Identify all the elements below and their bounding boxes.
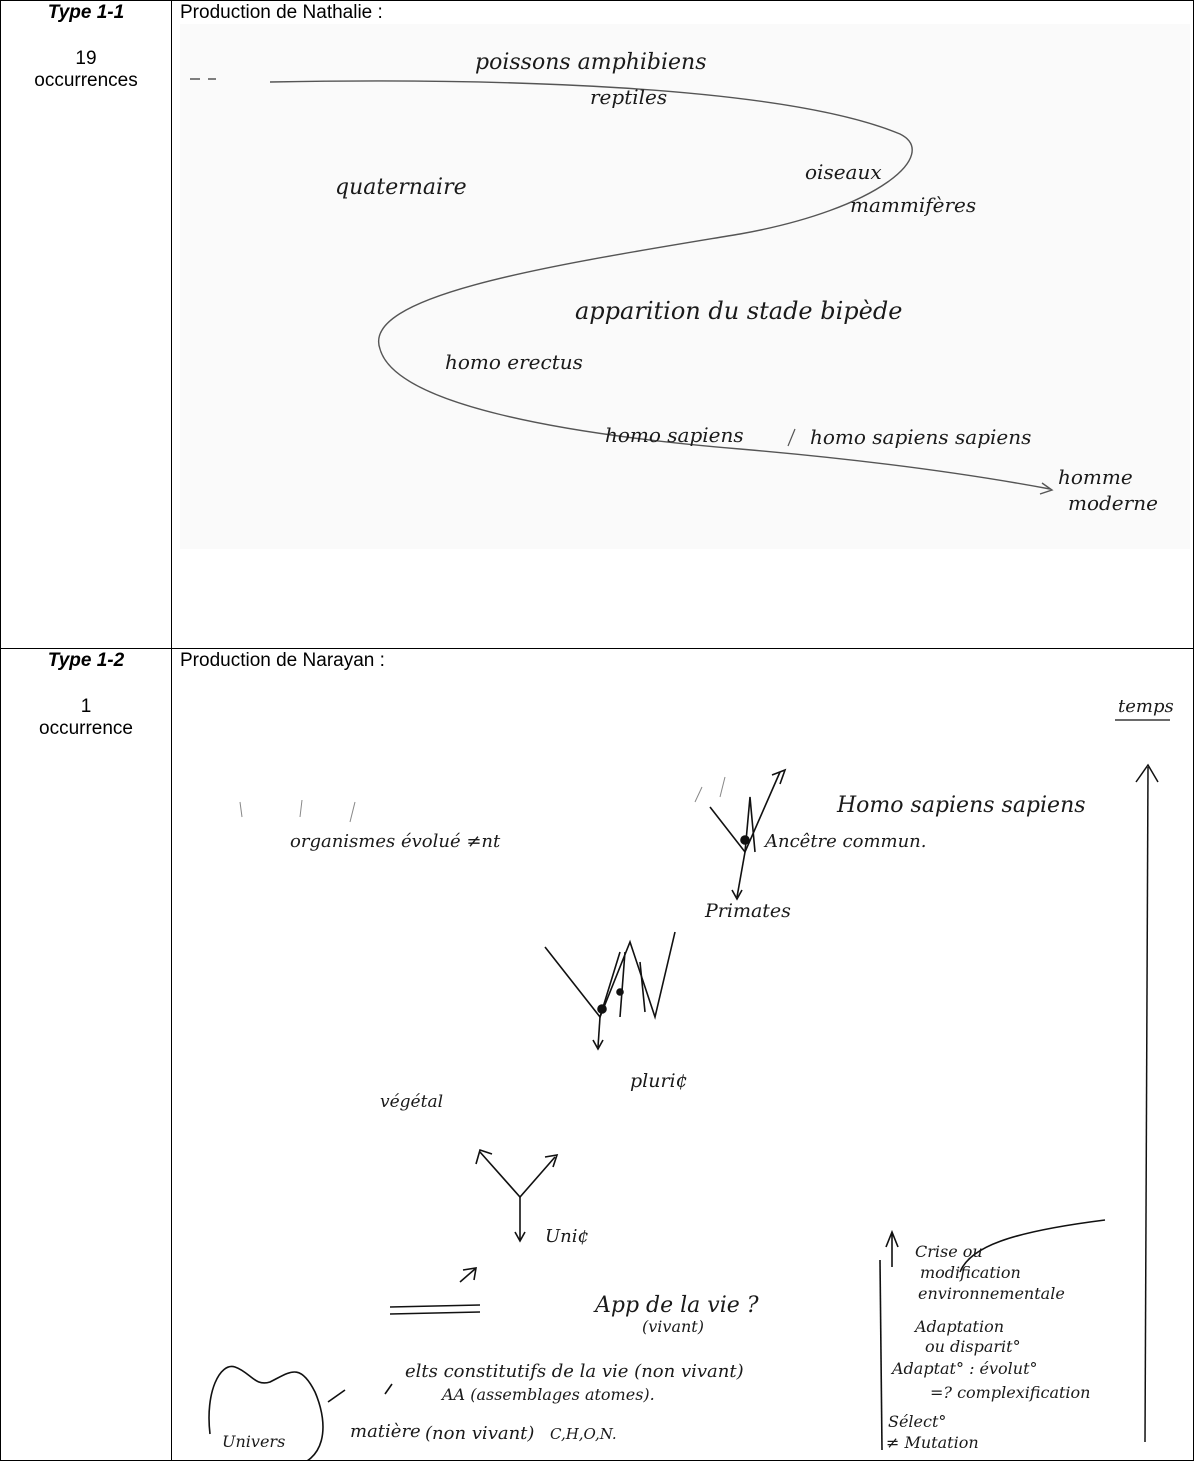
production-caption: Production de Nathalie :	[180, 2, 383, 23]
label-vivant: (vivant)	[642, 1317, 704, 1336]
label-adaptation: Adaptation	[913, 1317, 1004, 1336]
label-non-vivant: (non vivant)	[425, 1423, 534, 1444]
time-axis-head	[1135, 763, 1159, 783]
label-temps: temps	[1118, 696, 1174, 717]
label-select: Sélect°	[888, 1412, 946, 1431]
count-value: 1	[80, 696, 92, 717]
label-bipede: apparition du stade bipède	[575, 297, 902, 325]
production-cell: Production de Narayan : temps	[171, 648, 1194, 1461]
label-matiere: matière	[350, 1421, 421, 1442]
time-axis-arrow	[1144, 766, 1149, 1443]
count-unit: occurrence	[39, 718, 133, 739]
label-modif: modification	[920, 1263, 1021, 1282]
label-oiseaux: oiseaux	[805, 160, 882, 184]
label-poissons: poissons amphibiens	[475, 50, 707, 75]
separator-stroke	[787, 428, 796, 447]
label-pluri: pluri¢	[630, 1070, 688, 1092]
label-adaptat: Adaptat° : évolut°	[890, 1359, 1038, 1378]
label-disparit: ou disparit°	[925, 1337, 1021, 1356]
label-sapiens: homo sapiens	[605, 423, 744, 447]
table-row: Type 1-1 19 occurrences Production de Na…	[0, 0, 1194, 649]
production-cell: Production de Nathalie : poissons amphib…	[171, 0, 1194, 649]
occurrence-count: 19 occurrences	[1, 48, 171, 92]
occurrence-count: 1 occurrence	[1, 696, 171, 740]
count-value: 19	[75, 48, 97, 69]
label-vegetal: végétal	[380, 1092, 443, 1112]
label-univers: Univers	[222, 1432, 285, 1451]
label-uni: Uni¢	[545, 1226, 589, 1247]
label-elts: elts constitutifs de la vie (non vivant)	[405, 1361, 744, 1382]
label-primates: Primates	[704, 900, 791, 922]
label-complex: =? complexification	[930, 1383, 1090, 1402]
narayan-sketch: temps	[180, 672, 1190, 1460]
nathalie-sketch: poissons amphibiens reptiles quaternaire…	[180, 24, 1190, 549]
label-moderne: moderne	[1068, 491, 1158, 515]
label-mutation: ≠ Mutation	[886, 1433, 979, 1452]
table-row: Type 1-2 1 occurrence Production de Nara…	[0, 648, 1194, 1461]
label-crise: Crise ou	[915, 1242, 983, 1261]
label-homo: Homo sapiens sapiens	[836, 793, 1086, 818]
sketch-paper	[180, 24, 1190, 549]
label-homme: homme	[1058, 465, 1133, 489]
type-cell: Type 1-1 19 occurrences	[0, 0, 172, 649]
type-label: Type 1-1	[47, 2, 125, 23]
timeline-curve	[190, 78, 1054, 495]
label-app: App de la vie ?	[593, 1293, 759, 1318]
label-mammiferes: mammifères	[850, 193, 976, 217]
count-unit: occurrences	[34, 70, 138, 91]
label-env: environnementale	[918, 1284, 1065, 1303]
type-cell: Type 1-2 1 occurrence	[0, 648, 172, 1461]
phylogeny-branches	[208, 768, 1106, 1460]
label-erectus: homo erectus	[445, 350, 583, 374]
production-caption: Production de Narayan :	[180, 650, 385, 671]
label-ancetre: Ancêtre commun.	[763, 831, 927, 852]
label-reptiles: reptiles	[590, 85, 667, 109]
label-organismes: organismes évolué ≠nt	[290, 831, 501, 852]
label-sapiens-sapiens: homo sapiens sapiens	[810, 425, 1031, 449]
type-label: Type 1-2	[47, 650, 125, 671]
label-chon: C,H,O,N.	[550, 1425, 617, 1443]
sketch-paper	[180, 672, 1190, 1460]
label-aa: AA (assemblages atomes).	[440, 1385, 655, 1404]
label-quaternaire: quaternaire	[335, 175, 467, 200]
